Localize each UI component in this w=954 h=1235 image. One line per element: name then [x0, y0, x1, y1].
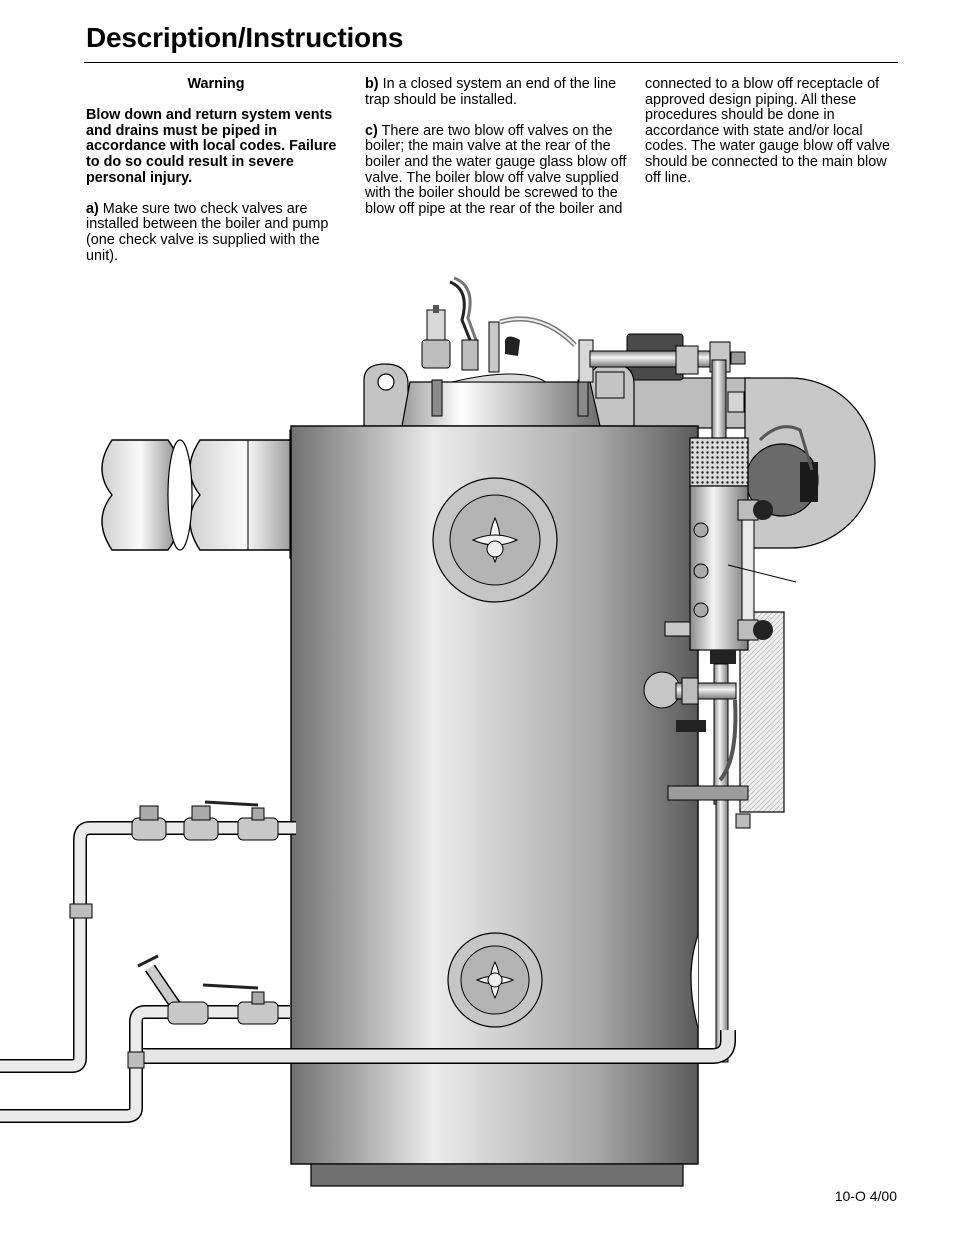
- check-valve-1: [131, 805, 167, 841]
- page-title: Description/Instructions: [86, 22, 404, 53]
- column-3: connected to a blow off receptacle of ap…: [645, 76, 905, 202]
- warning-body: Blow down and return system vents and dr…: [86, 107, 337, 186]
- title-rule: [84, 62, 898, 63]
- side-port: [690, 934, 699, 1029]
- water-column: [664, 437, 797, 651]
- check-valve-2: [183, 805, 219, 841]
- item-a: a) Make sure two check valves are instal…: [86, 200, 346, 264]
- boiler-illustration: [0, 276, 876, 1187]
- column-1: Warning Blow down and return system vent…: [86, 76, 346, 280]
- column-drain-piping: [643, 650, 751, 1063]
- blowdown-angle-valve: [137, 954, 209, 1025]
- blowdown-stop-valve: [202, 983, 279, 1025]
- item-c-label: c): [365, 122, 378, 139]
- item-a-label: a): [86, 200, 99, 217]
- footer-code: 10-O 4/00: [834, 1188, 897, 1204]
- item-b-text: In a closed system an end of the line tr…: [365, 76, 617, 108]
- blowdown-piping: [0, 954, 290, 1123]
- feedwater-piping: [0, 800, 296, 1073]
- lower-handhole: [447, 932, 543, 1028]
- item-c-text: There are two blow off valves on the boi…: [365, 122, 627, 217]
- upper-handhole: [432, 477, 558, 603]
- item-b: b) In a closed system an end of the line…: [365, 76, 627, 108]
- item-a-text: Make sure two check valves are installed…: [86, 200, 329, 264]
- flue-duct: [101, 429, 309, 559]
- item-b-label: b): [365, 76, 379, 92]
- boiler-base: [310, 1163, 684, 1187]
- top-fittings: [421, 276, 594, 383]
- feed-stop-valve: [204, 800, 279, 841]
- item-c-continued: connected to a blow off receptacle of ap…: [645, 76, 891, 186]
- warning-title: Warning: [187, 76, 245, 92]
- item-c: c) There are two blow off valves on the …: [365, 122, 627, 218]
- column-steam-pipe: [589, 341, 746, 441]
- column-2: b) In a closed system an end of the line…: [365, 76, 627, 233]
